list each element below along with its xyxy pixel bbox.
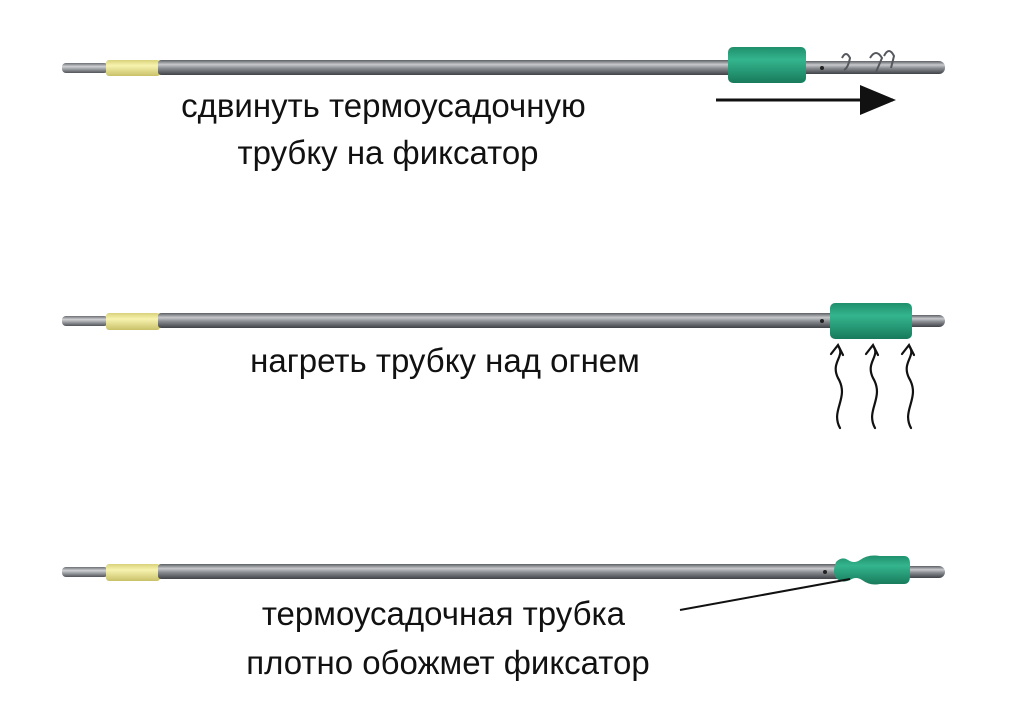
step-3-caption-line-2: плотно обожмет фиксатор (246, 644, 650, 681)
step-3: термоусадочная трубка плотно обожмет фик… (62, 555, 945, 681)
heat-wave-icon (900, 342, 916, 430)
rod-1 (62, 47, 945, 83)
rod-right-section (905, 315, 945, 327)
rod-2 (62, 303, 945, 339)
yellow-band (106, 564, 160, 581)
rod-body (158, 313, 838, 328)
step-1-caption: сдвинуть термоусадочную трубку на фиксат… (181, 87, 595, 171)
heat-wave-icon (864, 342, 880, 430)
step-1-caption-line-1: сдвинуть термоусадочную (181, 87, 586, 124)
rod-left-tip (62, 567, 108, 577)
step-2-caption-line-1: нагреть трубку над огнем (250, 342, 640, 379)
rod-right-section (905, 566, 945, 578)
step-3-caption: термоусадочная трубка плотно обожмет фик… (246, 595, 650, 681)
yellow-band (106, 313, 160, 330)
rod-left-tip (62, 63, 108, 73)
heat-wave-icon (829, 342, 845, 430)
rod-3 (62, 555, 945, 585)
fixator-hole (820, 66, 824, 70)
heat-wave-arrows (829, 342, 916, 430)
fixator-hole (823, 570, 827, 574)
rod-body (158, 60, 740, 75)
step-1-caption-line-2: трубку на фиксатор (237, 134, 538, 171)
rod-body (158, 564, 846, 579)
fixator-clip (841, 50, 896, 73)
leader-line (679, 578, 851, 611)
rod-left-tip (62, 316, 108, 326)
yellow-band (106, 60, 160, 76)
heat-shrink-tube (728, 47, 806, 83)
step-2-caption: нагреть трубку над огнем (250, 342, 640, 379)
shrunk-heat-shrink-tube (834, 555, 910, 585)
step-3-caption-line-1: термоусадочная трубка (262, 595, 626, 632)
fixator-hole (820, 319, 824, 323)
step-1: сдвинуть термоусадочную трубку на фиксат… (62, 47, 945, 171)
heat-shrink-tube (830, 303, 912, 339)
step-2: нагреть трубку над огнем (62, 303, 945, 430)
rod-right-section (800, 61, 945, 74)
